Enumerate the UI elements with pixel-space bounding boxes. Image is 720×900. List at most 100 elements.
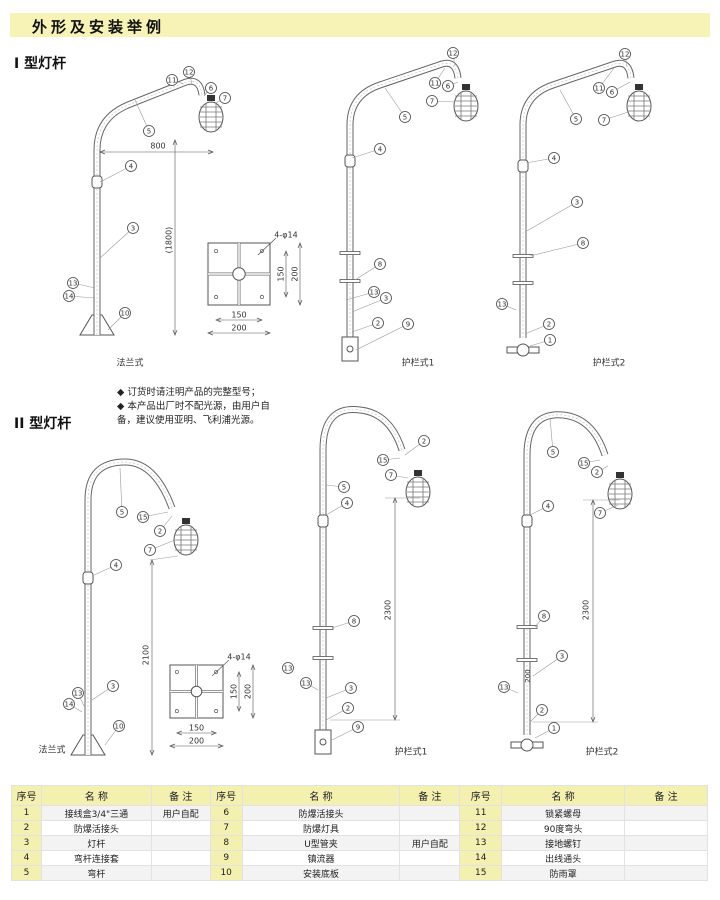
callout-number: 2 xyxy=(547,321,551,329)
callout-circle xyxy=(72,687,84,699)
callout-number: 14 xyxy=(65,293,74,301)
dimension-arrows xyxy=(250,664,256,719)
callout-number: 2 xyxy=(158,528,162,536)
part-remark xyxy=(150,835,211,851)
callout-number: 5 xyxy=(551,449,555,457)
dimension-label: 200 xyxy=(291,266,300,281)
callout-circle xyxy=(345,682,357,694)
drawing-caption: 护栏式1 xyxy=(395,746,428,758)
callout-circle xyxy=(570,113,582,125)
part-name: 防爆灯具 xyxy=(241,820,401,836)
pole-coupler xyxy=(317,514,329,528)
callout-number: 1 xyxy=(552,725,556,733)
callout-circle xyxy=(110,559,122,571)
leader-line xyxy=(529,242,584,257)
callout-circle xyxy=(556,650,568,662)
lamp-fixture xyxy=(405,470,431,508)
table-header: 名 称 xyxy=(40,785,152,806)
page-title: 外形及安装举例 xyxy=(32,18,166,36)
leader-line xyxy=(99,227,134,259)
callout-circle xyxy=(113,720,125,732)
part-name: 防爆活接头 xyxy=(241,805,401,821)
lamp-nut xyxy=(207,95,215,101)
pole-coupler xyxy=(91,175,103,189)
pole-outline xyxy=(346,59,462,338)
callout-circle xyxy=(429,77,441,89)
callout-circle xyxy=(385,469,397,481)
lamp-nut xyxy=(462,84,470,90)
lamp-fixture xyxy=(626,84,652,122)
callout-number: 6 xyxy=(610,89,615,97)
pole-body xyxy=(320,407,405,730)
center-hole xyxy=(190,685,203,698)
callout-circle xyxy=(205,82,217,94)
part-remark xyxy=(624,865,708,881)
callout-number: 6 xyxy=(446,83,451,91)
u-clamp xyxy=(312,626,334,630)
callout-circle xyxy=(593,82,605,94)
callout-number: 1 xyxy=(548,337,552,345)
pole-centerline xyxy=(322,409,403,730)
callout-circle xyxy=(418,435,430,447)
callout-number: 4 xyxy=(129,163,134,171)
leader-line xyxy=(119,467,123,513)
dimension-arrows xyxy=(99,149,214,155)
u-clamp xyxy=(312,656,334,660)
callout-circle xyxy=(591,466,603,478)
callout-circle xyxy=(107,680,119,692)
hole-spec-label: 4-φ14 xyxy=(274,231,297,240)
dimension-arrows xyxy=(236,670,242,713)
callout-circle xyxy=(496,298,508,310)
callout-number: 5 xyxy=(403,114,407,122)
pole-body xyxy=(85,459,175,755)
pole-centerline xyxy=(349,63,459,338)
part-name: 接线盒3/4"三通 xyxy=(40,805,152,821)
callout-circle xyxy=(154,525,166,537)
callout-number: 13 xyxy=(370,289,379,297)
u-clamp xyxy=(512,281,534,285)
callout-number: 3 xyxy=(560,653,564,661)
part-remark xyxy=(150,850,211,866)
callout-circle xyxy=(498,681,510,693)
part-number: 5 xyxy=(11,865,42,881)
callout-circle xyxy=(143,125,155,137)
box-port xyxy=(346,345,354,353)
callout-number: 3 xyxy=(349,685,353,693)
part-name: 锁紧螺母 xyxy=(501,805,626,821)
part-remark xyxy=(150,820,211,836)
lamp-nut xyxy=(414,470,422,476)
callout-circle xyxy=(619,48,631,60)
part-number: 10 xyxy=(209,865,243,881)
callout-circle xyxy=(300,677,312,689)
drawing-caption: 法兰式 xyxy=(38,744,65,756)
callout-number: 3 xyxy=(384,295,388,303)
callout-number: 13 xyxy=(74,690,83,698)
callout-circle xyxy=(547,446,559,458)
part-name: 防雨罩 xyxy=(501,865,626,881)
callout-circle xyxy=(606,86,618,98)
lamp-fixture xyxy=(173,518,199,556)
tee-body xyxy=(516,343,530,357)
pole-centerline xyxy=(87,461,173,755)
callout-number: 2 xyxy=(376,320,380,328)
callout-circle xyxy=(342,702,354,714)
callout-number: 7 xyxy=(148,547,152,555)
callout-number: 15 xyxy=(379,457,388,465)
callout-number: 4 xyxy=(345,500,350,508)
callout-number: 7 xyxy=(223,95,227,103)
tee-body xyxy=(520,738,534,752)
table-header: 序号 xyxy=(209,785,243,806)
dimension-label: 150 xyxy=(277,266,286,281)
callout-number: 13 xyxy=(500,684,509,692)
part-name: 90度弯头 xyxy=(501,820,626,836)
drawing-caption: 护栏式2 xyxy=(586,746,619,758)
callout-number: 7 xyxy=(389,472,393,480)
table-header: 序号 xyxy=(11,785,42,806)
callout-number: 8 xyxy=(378,261,382,269)
pole-body xyxy=(347,60,461,338)
